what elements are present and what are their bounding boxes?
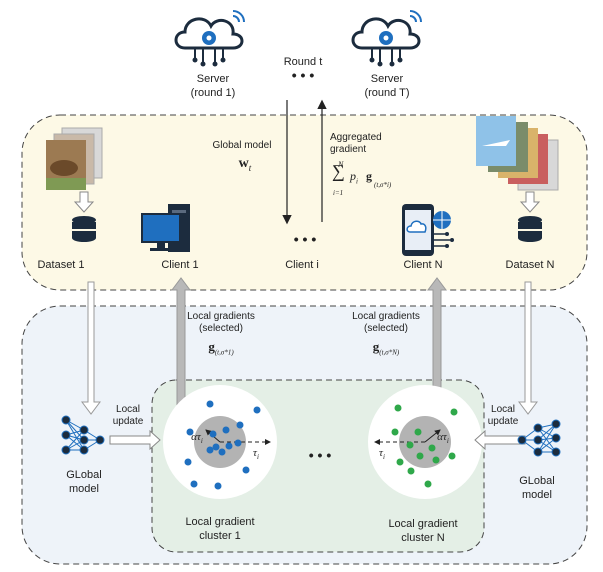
local-update-left-line1: Local (116, 404, 140, 415)
alpha-tau-left-text: ατ (191, 431, 201, 443)
image-to-dataset-arrow-right (519, 191, 541, 213)
global-model-right-line1: GLobal (519, 475, 555, 487)
tau-left: τi (248, 446, 264, 464)
alpha-tau-right-text: ατ (437, 431, 447, 443)
local-grad-left-g: g (208, 339, 215, 354)
cluster-1 (163, 385, 277, 499)
agg-p-sub: i (356, 177, 358, 186)
local-grad-right-line2: (selected) (364, 323, 408, 334)
sum-top: N (338, 160, 344, 169)
phone-icon (402, 204, 454, 256)
neural-network-icon-right (517, 419, 561, 457)
local-update-arrow-left (109, 429, 161, 451)
local-update-left: Local update (108, 404, 148, 428)
agg-g: g (366, 169, 372, 183)
local-grad-right-symbol: g(t,σ*N) (345, 339, 427, 359)
image-stack-right (476, 116, 559, 191)
server-right-name: Server (370, 73, 404, 85)
global-model-left-line1: GLobal (66, 469, 102, 481)
local-grad-right-g: g (372, 339, 380, 354)
image-stack-left (46, 127, 103, 190)
global-model-left-label: GLobal model (52, 468, 116, 496)
client-n-label: Client N (403, 259, 443, 271)
server-cloud-icon-left (174, 10, 245, 67)
server-left-round: (round 1) (190, 87, 236, 99)
global-model-left-line2: model (69, 483, 99, 495)
local-update-left-line2: update (112, 416, 144, 427)
tau-left-sub: i (256, 453, 259, 462)
agg-p: p (350, 169, 356, 183)
aggregated-label: Aggregated gradient (330, 132, 400, 156)
ellipsis-clients: • • • (293, 231, 317, 247)
cluster-n-label: Local gradient cluster N (378, 517, 468, 545)
global-model-formula: wt (230, 155, 260, 175)
image-to-dataset-arrow-left (73, 191, 95, 213)
global-model-right-line2: model (522, 489, 552, 501)
tau-left-text: τ (253, 447, 257, 459)
sum-bottom: i=1 (333, 189, 344, 197)
global-model-sub: t (248, 162, 252, 173)
server-left-label: Server (round 1) (178, 72, 248, 100)
global-model-symbol: w (238, 156, 249, 171)
local-grad-left-symbol: g(t,σ*1) (180, 339, 262, 359)
dataset-n-label: Dataset N (505, 259, 555, 271)
cluster-1-label: Local gradient cluster 1 (175, 515, 265, 543)
cluster-1-line2: cluster 1 (199, 530, 241, 542)
computer-icon (141, 204, 190, 252)
tau-right: τi (374, 446, 390, 464)
ellipsis-clusters: • • • (308, 447, 332, 463)
local-grad-left-line1: Local gradients (187, 311, 255, 322)
dataset-to-model-arrow-right (518, 281, 538, 415)
aggregated-line1: Aggregated (330, 132, 382, 143)
global-model-label: Global model (212, 140, 272, 151)
local-update-right-line2: update (487, 416, 519, 427)
database-icon-right (518, 216, 542, 242)
round-t-label: Round t (283, 56, 323, 68)
alpha-tau-right: ατi (431, 430, 455, 448)
local-update-right-line1: Local (491, 404, 515, 415)
local-grad-left-sub: (t,σ*1) (214, 348, 234, 357)
cluster-n-line2: cluster N (401, 532, 445, 544)
client-i-label: Client i (285, 259, 319, 271)
tau-right-sub: i (382, 453, 385, 462)
local-grad-right-line1: Local gradients (352, 311, 420, 322)
agg-g-sub: (t,σ*i) (374, 181, 392, 189)
dataset-1-label: Dataset 1 (37, 259, 85, 271)
aggregated-line2: gradient (330, 144, 367, 155)
local-grad-right: Local gradients (selected) g(t,σ*N) (345, 311, 427, 359)
dataset-to-model-arrow-left (81, 281, 101, 415)
alpha-tau-left: ατi (185, 430, 209, 448)
local-grad-left-line2: (selected) (199, 323, 243, 334)
client-1-label: Client 1 (161, 259, 199, 271)
server-right-round: (round T) (364, 87, 410, 99)
cluster-n (368, 385, 482, 499)
agg-term: pi (350, 169, 358, 188)
local-grad-left: Local gradients (selected) g(t,σ*1) (180, 311, 262, 359)
ellipsis-top: • • • (291, 67, 315, 83)
alpha-tau-left-sub: i (200, 437, 203, 446)
server-cloud-icon-right (351, 10, 422, 67)
cluster-n-line1: Local gradient (388, 518, 458, 530)
database-icon-left (72, 216, 96, 242)
local-update-right: Local update (483, 404, 523, 428)
local-update-arrow-right (474, 429, 526, 451)
cluster-1-line1: Local gradient (185, 516, 255, 528)
alpha-tau-right-sub: i (446, 437, 449, 446)
server-left-name: Server (196, 73, 230, 85)
neural-network-icon-left (61, 415, 105, 455)
tau-right-text: τ (379, 447, 383, 459)
global-model-right-label: GLobal model (505, 474, 569, 502)
server-right-label: Server (round T) (352, 72, 422, 100)
local-grad-right-sub: (t,σ*N) (379, 348, 400, 357)
sum-sign: ∑ (332, 161, 345, 181)
